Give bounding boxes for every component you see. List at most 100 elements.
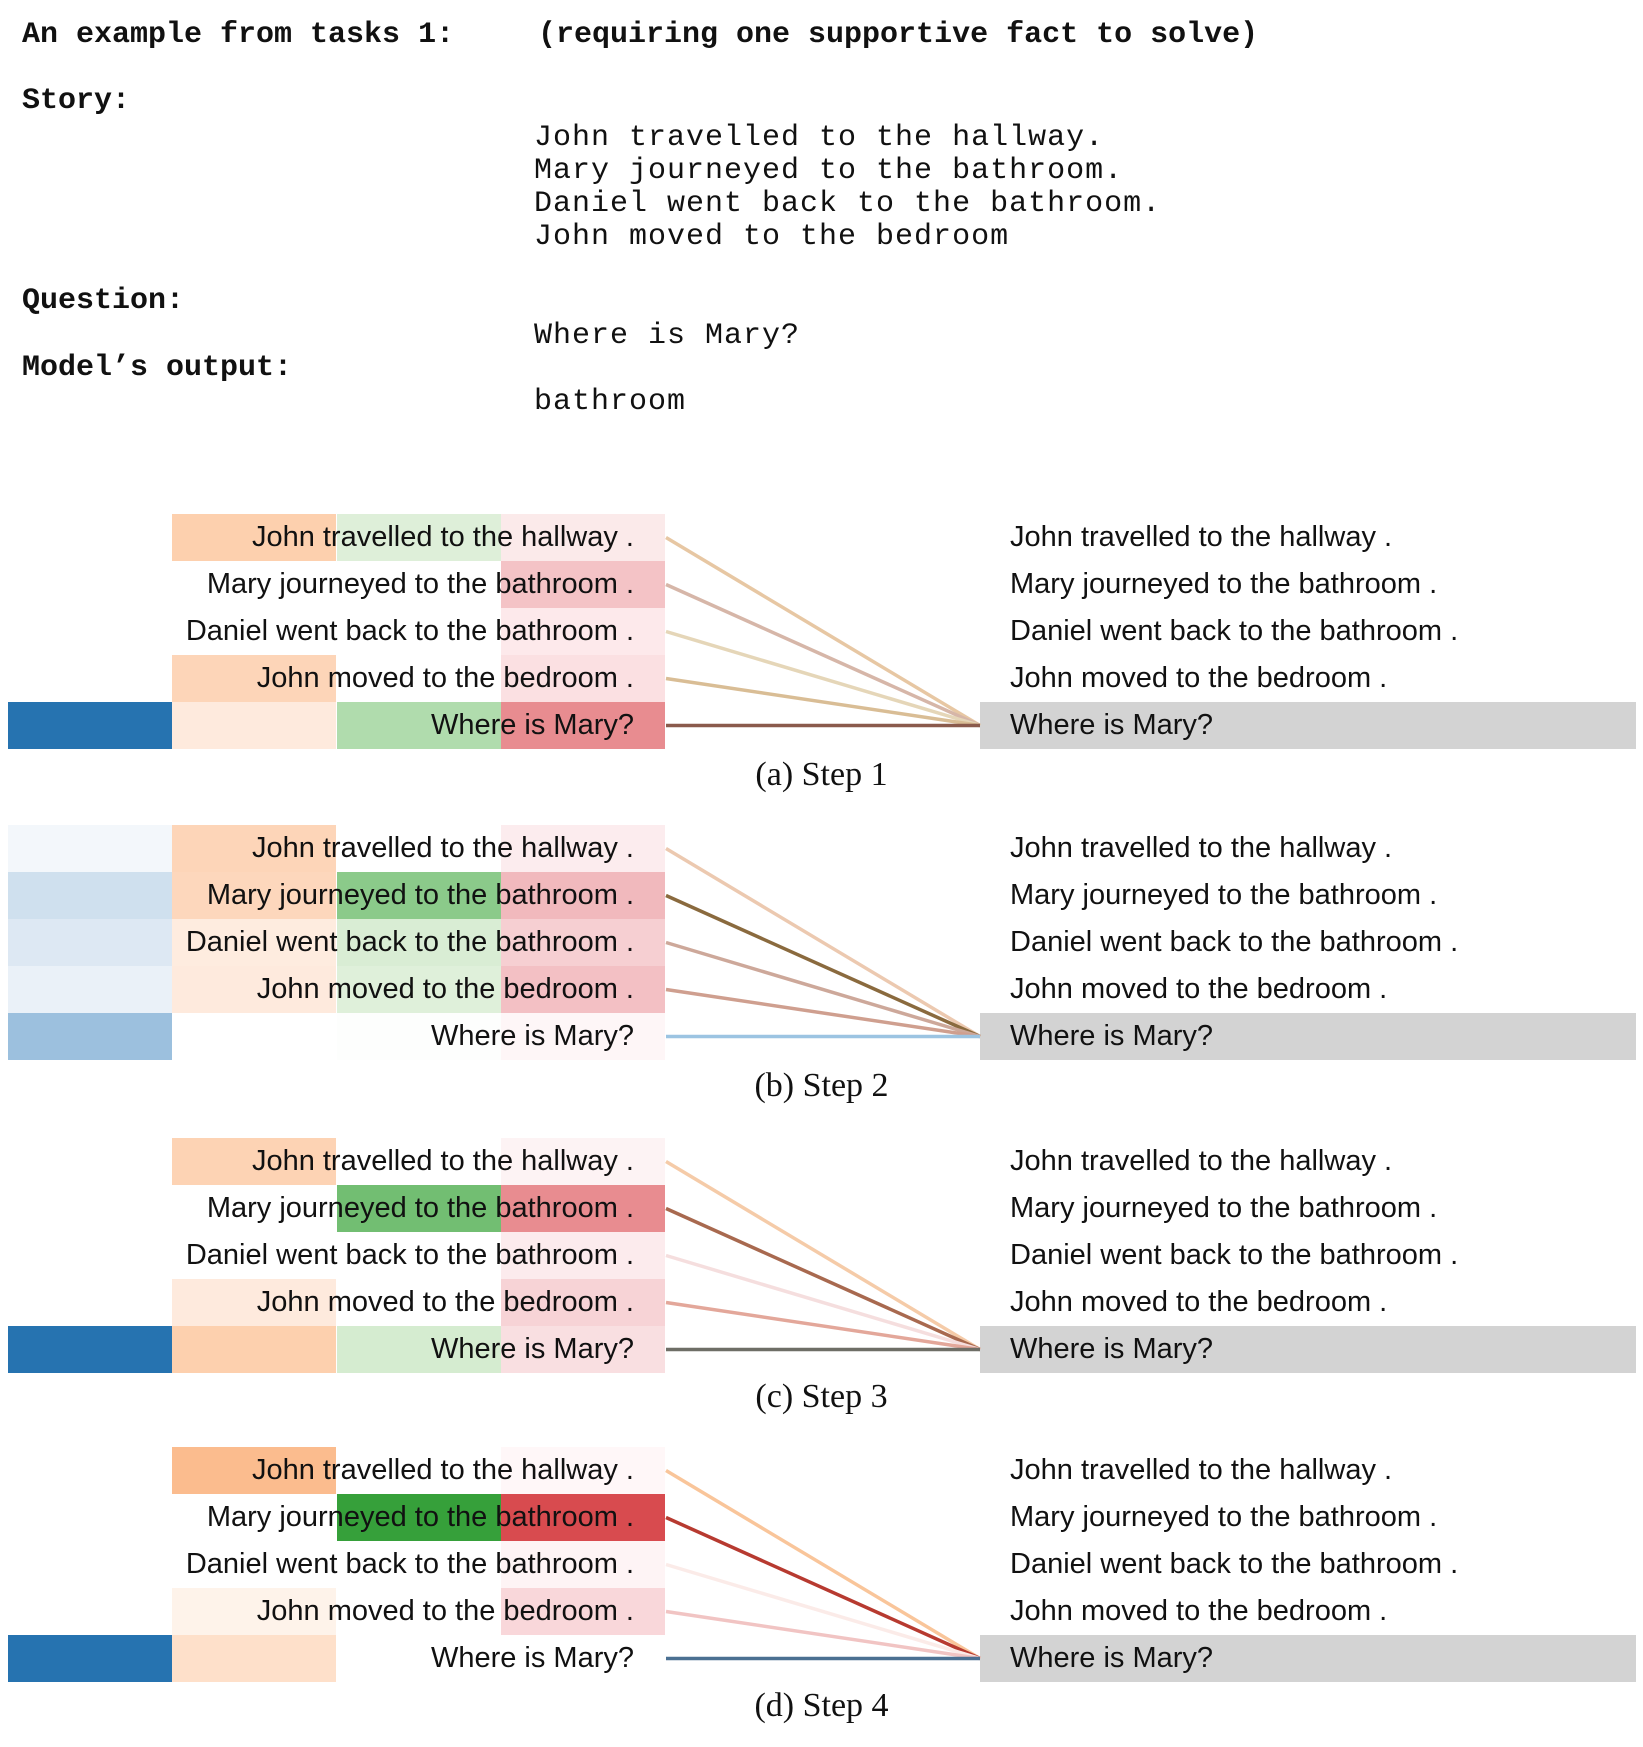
step-panel: John travelled to the hallway . Mary jour… <box>0 825 1643 1125</box>
attention-cell-blue <box>8 514 172 561</box>
attention-cell-orange <box>172 1185 336 1232</box>
attention-cell-green <box>337 919 501 966</box>
query-highlight <box>980 702 1636 749</box>
attention-cell-blue <box>8 1541 172 1588</box>
attention-line <box>665 1468 981 1661</box>
step-panel: John travelled to the hallway . Mary jour… <box>0 1447 1643 1747</box>
left-sentence-label: John travelled to the hallway . <box>251 1454 634 1486</box>
left-sentence-label: John travelled to the hallway . <box>251 832 634 864</box>
question-text: Where is Mary? <box>534 319 801 353</box>
story-line: John travelled to the hallway. <box>534 121 1105 155</box>
attention-cell-blue <box>8 608 172 655</box>
right-sentence-label: Daniel went back to the bathroom . <box>1010 926 1459 958</box>
step-caption: (b) Step 2 <box>754 1067 889 1104</box>
right-sentence-label: John moved to the bedroom . <box>1010 1286 1388 1318</box>
attention-cell-blue <box>8 1185 172 1232</box>
step-panel: John travelled to the hallway . Mary jour… <box>0 514 1643 814</box>
attention-cell-orange <box>172 1588 336 1635</box>
left-sentence-label: Mary journeyed to the bathroom . <box>206 1501 634 1533</box>
attention-cell-red <box>501 608 665 655</box>
attention-cell-green <box>337 514 501 561</box>
right-sentence-label: Where is Mary? <box>1010 1642 1214 1674</box>
attention-line <box>665 535 981 728</box>
right-sentence-label: John travelled to the hallway . <box>1010 1454 1393 1486</box>
attention-cell-blue <box>8 1635 172 1682</box>
right-sentence-label: Mary journeyed to the bathroom . <box>1010 879 1438 911</box>
attention-cell-red <box>501 1013 665 1060</box>
right-sentence-label: Mary journeyed to the bathroom . <box>1010 1192 1438 1224</box>
attention-line <box>665 940 981 1039</box>
left-sentence-label: Daniel went back to the bathroom . <box>185 926 634 958</box>
attention-cell-orange <box>172 1447 336 1494</box>
attention-cell-blue <box>8 1138 172 1185</box>
left-sentence-label: Daniel went back to the bathroom . <box>185 615 634 647</box>
story-line: Daniel went back to the bathroom. <box>534 187 1162 221</box>
attention-cell-green <box>337 1494 501 1541</box>
attention-lines <box>665 535 981 728</box>
story-line: Mary journeyed to the bathroom. <box>534 154 1124 188</box>
attention-line <box>665 987 981 1039</box>
attention-cell-green <box>337 655 501 702</box>
attention-cell-green <box>337 1013 501 1060</box>
left-sentence-label: John moved to the bedroom . <box>256 1595 634 1627</box>
attention-cell-orange <box>172 1232 336 1279</box>
attention-cell-red <box>501 872 665 919</box>
attention-cell-orange <box>172 919 336 966</box>
question-label: Question: <box>22 284 185 318</box>
attention-line <box>665 1515 981 1661</box>
query-highlight <box>980 1326 1636 1373</box>
query-highlight <box>980 1013 1636 1060</box>
attention-cell-green <box>337 561 501 608</box>
attention-cell-blue <box>8 919 172 966</box>
attention-cell-orange <box>172 655 336 702</box>
right-sentence-label: John moved to the bedroom . <box>1010 1595 1388 1627</box>
attention-cell-green <box>337 825 501 872</box>
right-sentence-label: Mary journeyed to the bathroom . <box>1010 568 1438 600</box>
attention-cell-blue <box>8 1013 172 1060</box>
attention-cell-green <box>337 1138 501 1185</box>
left-sentence-label: John moved to the bedroom . <box>256 1286 634 1318</box>
attention-cell-red <box>501 561 665 608</box>
attention-cell-orange <box>172 608 336 655</box>
attention-cell-green <box>337 1185 501 1232</box>
attention-line <box>665 846 981 1039</box>
attention-line <box>665 629 981 728</box>
left-sentence-label: John travelled to the hallway . <box>251 521 634 553</box>
attention-cell-red <box>501 825 665 872</box>
left-sentence-label: John moved to the bedroom . <box>256 662 634 694</box>
attention-cell-red <box>501 1232 665 1279</box>
attention-lines <box>665 846 981 1039</box>
attention-cell-orange <box>172 514 336 561</box>
task-label: An example from tasks 1: <box>22 18 455 52</box>
attention-cell-green <box>337 1541 501 1588</box>
attention-cell-orange <box>172 1013 336 1060</box>
attention-cell-blue <box>8 1279 172 1326</box>
attention-line <box>665 893 981 1039</box>
attention-line <box>665 1562 981 1661</box>
step-caption: (a) Step 1 <box>755 756 888 793</box>
attention-line <box>665 1300 981 1352</box>
right-sentence-label: John travelled to the hallway . <box>1010 1145 1393 1177</box>
right-sentence-label: Mary journeyed to the bathroom . <box>1010 1501 1438 1533</box>
attention-line <box>665 1159 981 1352</box>
attention-cell-orange <box>172 561 336 608</box>
story-line: John moved to the bedroom <box>534 220 1010 254</box>
attention-cell-red <box>501 1541 665 1588</box>
left-sentence-label: Daniel went back to the bathroom . <box>185 1548 634 1580</box>
left-sentence-label: Daniel went back to the bathroom . <box>185 1239 634 1271</box>
left-sentence-label: John moved to the bedroom . <box>256 973 634 1005</box>
step-caption: (d) Step 4 <box>754 1687 889 1724</box>
task-description: (requiring one supportive fact to solve) <box>538 18 1259 52</box>
attention-cell-orange <box>172 872 336 919</box>
attention-cell-red <box>501 1635 665 1682</box>
attention-cell-red <box>501 655 665 702</box>
attention-cell-green <box>337 1635 501 1682</box>
attention-cell-red <box>501 919 665 966</box>
attention-cell-green <box>337 1447 501 1494</box>
left-sentence-label: Where is Mary? <box>430 1642 634 1674</box>
attention-cell-red <box>501 966 665 1013</box>
attention-cell-blue <box>8 702 172 749</box>
left-sentence-label: Mary journeyed to the bathroom . <box>206 879 634 911</box>
output-label: Model’s output: <box>22 351 293 385</box>
attention-cell-green <box>337 1232 501 1279</box>
